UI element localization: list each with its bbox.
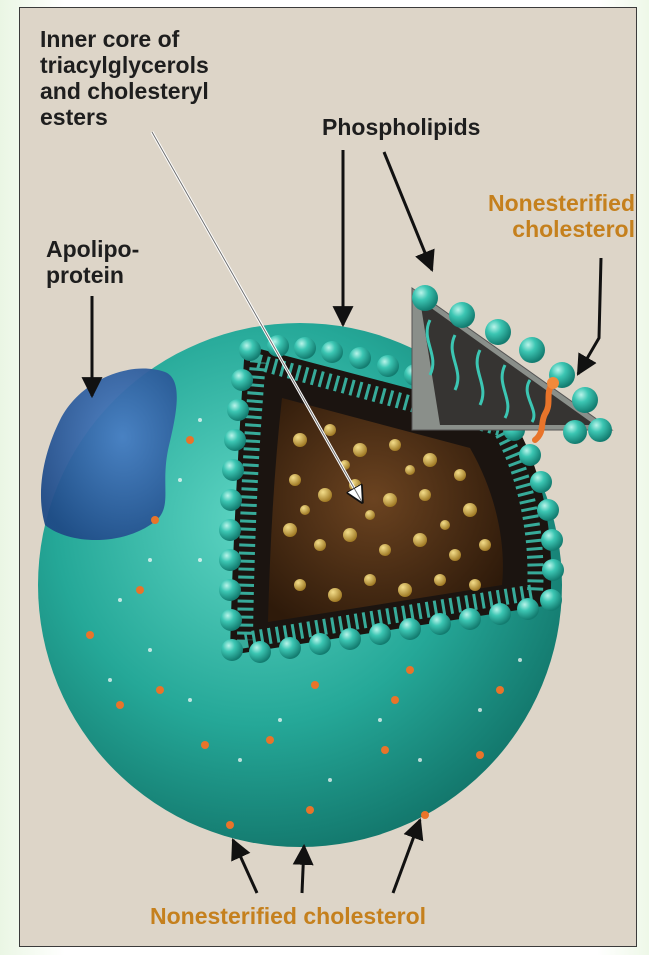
apolipoprotein-blob: [41, 369, 177, 540]
label-apolipoprotein: Apolipo- protein: [46, 236, 139, 288]
label-inner-core: Inner core of triacylglycerols and chole…: [40, 26, 209, 130]
arrow-bottom-right: [393, 820, 420, 893]
arrow-bottom-middle: [302, 846, 304, 893]
arrow-nonesterified-inset: [578, 258, 601, 374]
arrow-phospholipids-inset: [384, 152, 432, 270]
inset-cholesterol-head: [547, 377, 559, 389]
label-nonesterified-cholesterol-top: Nonesterified cholesterol: [445, 190, 635, 242]
label-nonesterified-cholesterol-bottom: Nonesterified cholesterol: [150, 903, 426, 929]
label-phospholipids: Phospholipids: [322, 114, 480, 140]
arrow-bottom-left: [233, 840, 257, 893]
